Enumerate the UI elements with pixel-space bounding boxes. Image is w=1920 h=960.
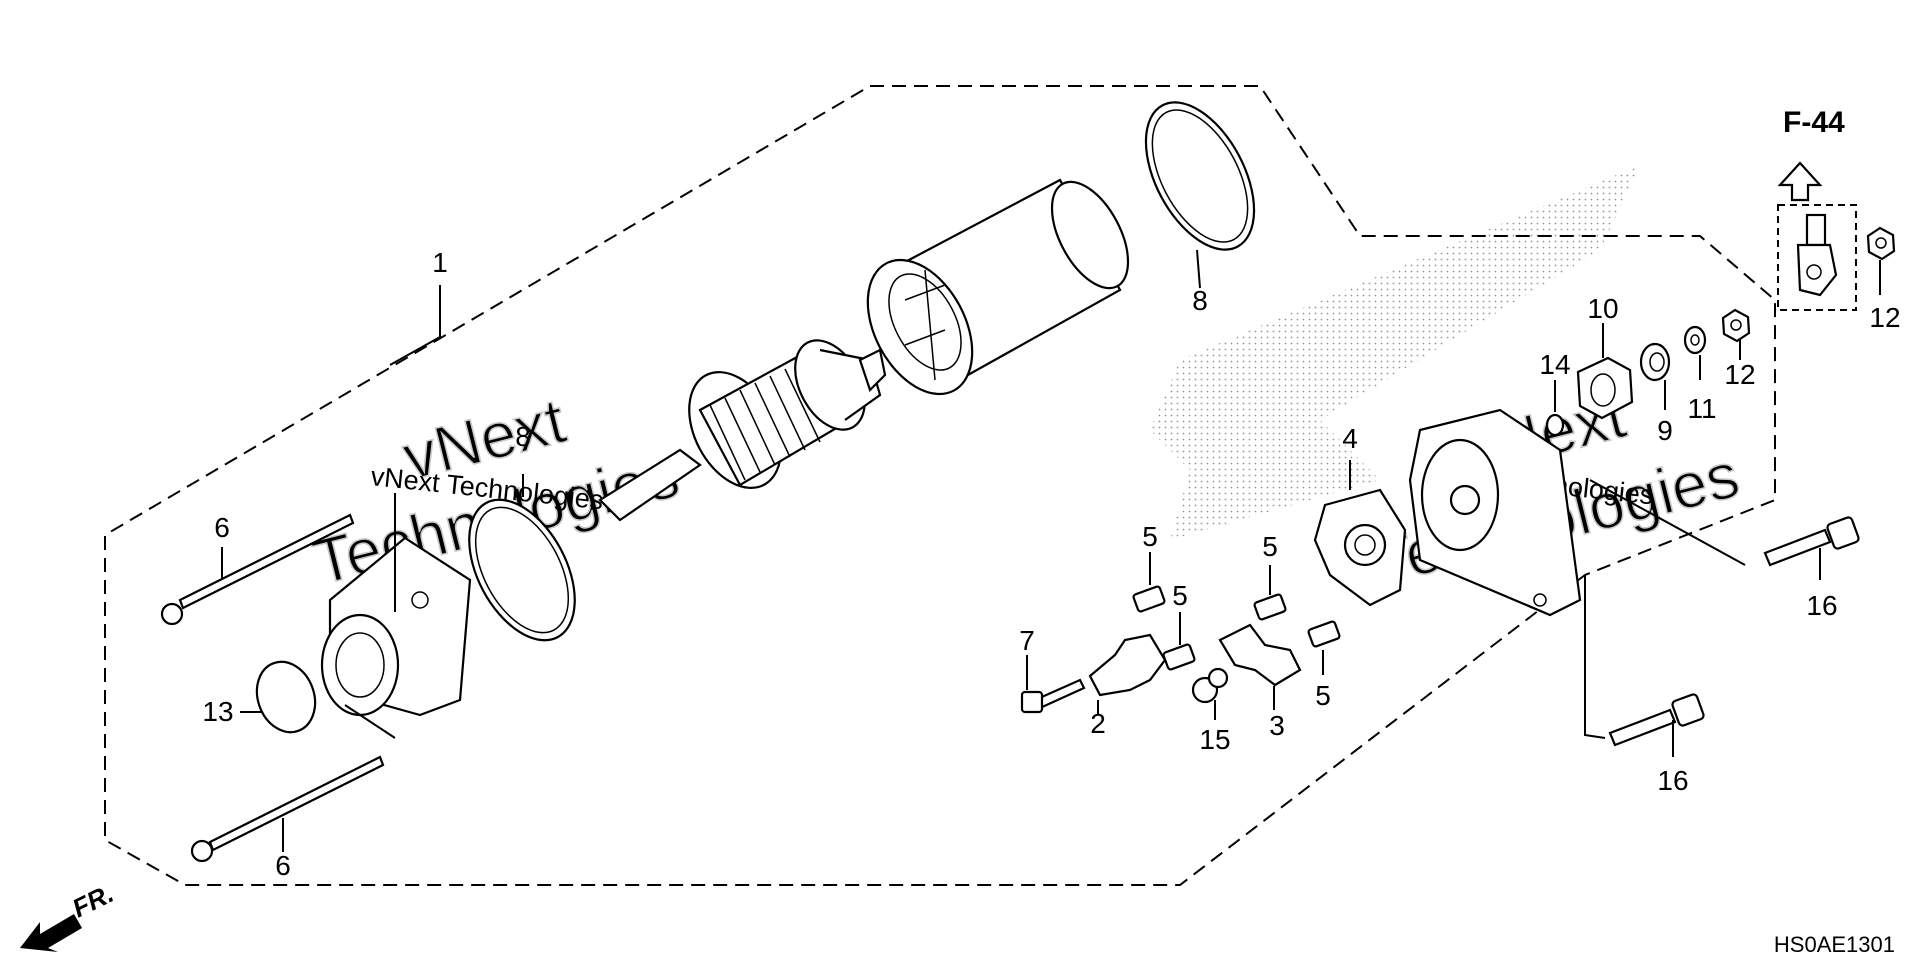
callout-12-b: 12: [1869, 302, 1900, 333]
callout-8-upper: 8: [1192, 285, 1208, 316]
rear-cover: [1408, 408, 1606, 739]
washer-14: [1545, 413, 1565, 437]
assembly-outline: [104, 85, 1776, 886]
callout-5-d: 5: [1315, 680, 1331, 711]
motor-yoke: [866, 178, 1130, 396]
callout-1: 1: [432, 247, 448, 278]
callout-14: 14: [1539, 349, 1570, 380]
reference-label: F-44: [1783, 106, 1845, 139]
callout-16-upper: 16: [1806, 590, 1837, 621]
nut-10: [1576, 323, 1634, 420]
brush-holder-2: [1088, 633, 1167, 697]
nut-12: [1721, 308, 1751, 360]
springs-5: [1132, 552, 1341, 675]
callout-16-lower: 16: [1657, 765, 1688, 796]
bolt-6-upper: [160, 513, 355, 626]
callout-2: 2: [1090, 708, 1106, 739]
bolt-16-upper: [1589, 479, 1860, 580]
callout-5-c: 5: [1262, 531, 1278, 562]
callout-8-lower: 8: [515, 421, 531, 452]
washer-11: [1683, 325, 1707, 380]
callout-3: 3: [1269, 710, 1285, 741]
callout-9: 9: [1657, 415, 1673, 446]
callout-11: 11: [1687, 393, 1716, 424]
bolt-7: [1020, 655, 1086, 714]
screw-15: [1191, 667, 1229, 720]
bolt-6-lower: [190, 755, 385, 863]
callout-5-b: 5: [1172, 580, 1188, 611]
direction-arrow: [20, 914, 82, 952]
callout-15: 15: [1199, 724, 1230, 755]
callout-5-a: 5: [1142, 521, 1158, 552]
callout-10: 10: [1587, 293, 1618, 324]
diagram-code: HS0AE1301: [1774, 932, 1895, 957]
brush-plate-4: [1313, 460, 1407, 607]
bushing-9: [1639, 342, 1671, 410]
brush-holder-3: [1218, 623, 1302, 687]
callout-4: 4: [1342, 423, 1358, 454]
o-ring-8-lower: [468, 474, 576, 642]
callout-6-lower: 6: [275, 850, 291, 881]
armature: [598, 339, 887, 522]
callout-6-upper: 6: [214, 512, 230, 543]
leader-1: [389, 285, 441, 366]
callout-12-a: 12: [1724, 359, 1755, 390]
bolt-16-lower: [1608, 693, 1705, 757]
stipple-shade: [1150, 165, 1640, 540]
o-ring-8-upper: [1144, 101, 1256, 289]
callout-7: 7: [1019, 625, 1035, 656]
reference-box: [1777, 161, 1857, 311]
callout-13: 13: [202, 696, 233, 727]
front-cover: [320, 493, 472, 739]
o-ring-13: [255, 660, 317, 734]
nut-12-reference: [1866, 226, 1896, 295]
